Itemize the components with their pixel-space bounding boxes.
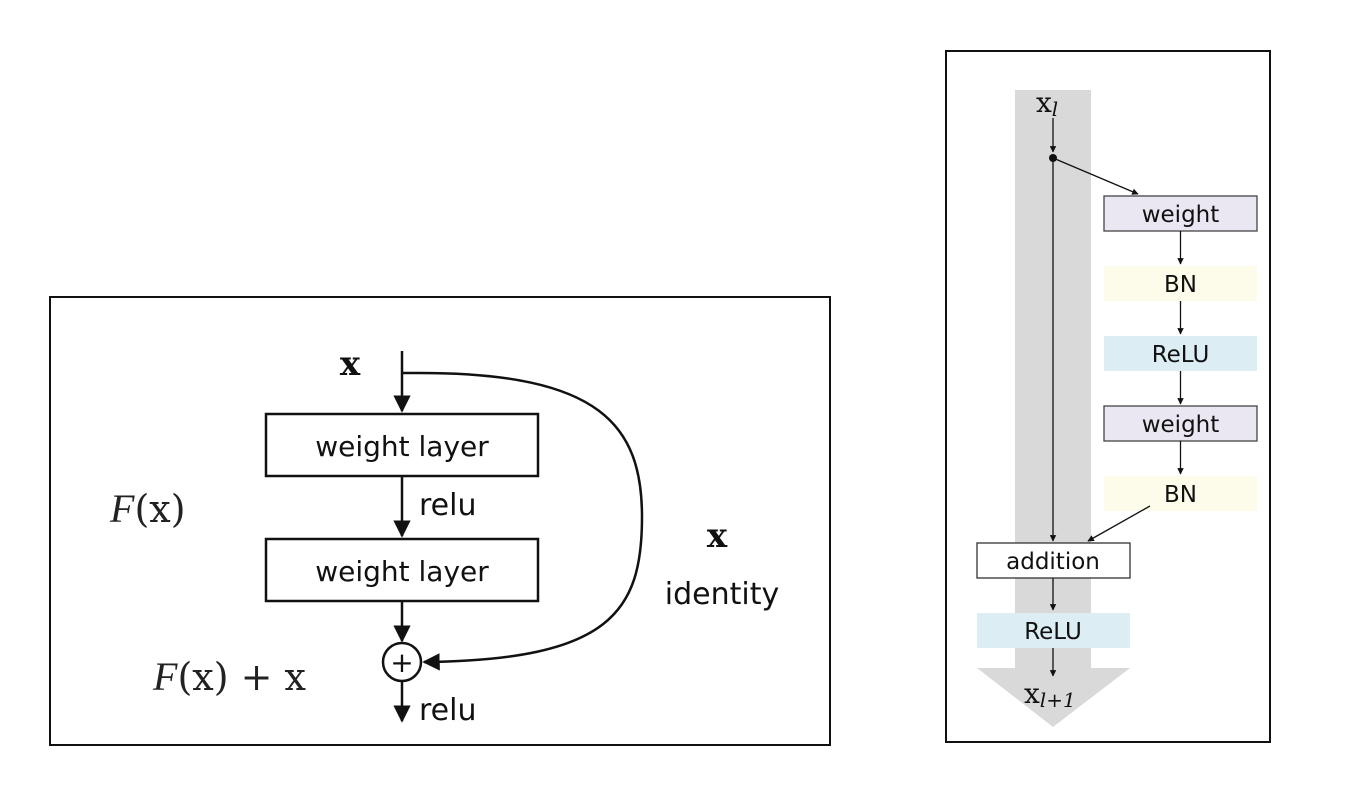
- block-relu-3-label: ReLU: [1152, 342, 1210, 368]
- fx-argument: (x): [134, 487, 185, 531]
- weight-layer-2-label: weight layer: [315, 555, 489, 588]
- final-relu-box: [977, 613, 1130, 648]
- final-relu-label: ReLU: [1024, 619, 1082, 645]
- fx-label: F(x): [109, 486, 186, 531]
- block-bn-5-label: BN: [1164, 482, 1197, 508]
- addition-label: addition: [1006, 549, 1100, 575]
- input-xl-label: xl: [1036, 86, 1058, 121]
- add-node-symbol: +: [390, 646, 413, 679]
- weight-layer-2-box: [264, 537, 540, 603]
- block-bn-2-label: BN: [1164, 272, 1197, 298]
- identity-shortcut-path: [402, 371, 644, 671]
- left-panel-frame: [49, 296, 831, 746]
- relu-out-label: relu: [419, 693, 476, 728]
- relu-mid-label: relu: [419, 488, 476, 523]
- output-xl1-sub: l+1: [1040, 688, 1076, 712]
- addition-box: [976, 542, 1131, 579]
- input-xl-base: x: [1036, 86, 1052, 119]
- shortcut-x-label: x: [707, 516, 728, 556]
- bn-to-addition-arrow: [1087, 505, 1151, 542]
- fx-sum-rest: (x) + x: [177, 655, 306, 699]
- block-bn-2-box: [1104, 266, 1257, 301]
- input-xl-sub: l: [1052, 97, 1058, 121]
- block-weight-1-label: weight: [1142, 202, 1220, 228]
- weight-layer-1-box: [264, 412, 540, 478]
- output-xl1-base: x: [1024, 677, 1040, 710]
- block-weight-1-box: [1103, 195, 1258, 232]
- block-bn-5-box: [1104, 476, 1257, 511]
- block-weight-4-label: weight: [1142, 412, 1220, 438]
- identity-label: identity: [665, 577, 779, 612]
- block-relu-3-box: [1104, 336, 1257, 371]
- fx-script-symbol: F: [109, 486, 135, 531]
- input-x-label: x: [340, 344, 361, 384]
- basic-residual-block-panel: x weight layer relu weight layer + relu …: [49, 296, 831, 746]
- fx-sum-script-symbol: F: [152, 654, 178, 699]
- branch-arrow: [1052, 157, 1139, 195]
- fx-plus-x-label: F(x) + x: [152, 654, 306, 699]
- weight-layer-1-label: weight layer: [315, 430, 489, 463]
- block-weight-4-box: [1103, 405, 1258, 442]
- output-xl1-label: xl+1: [1024, 677, 1076, 712]
